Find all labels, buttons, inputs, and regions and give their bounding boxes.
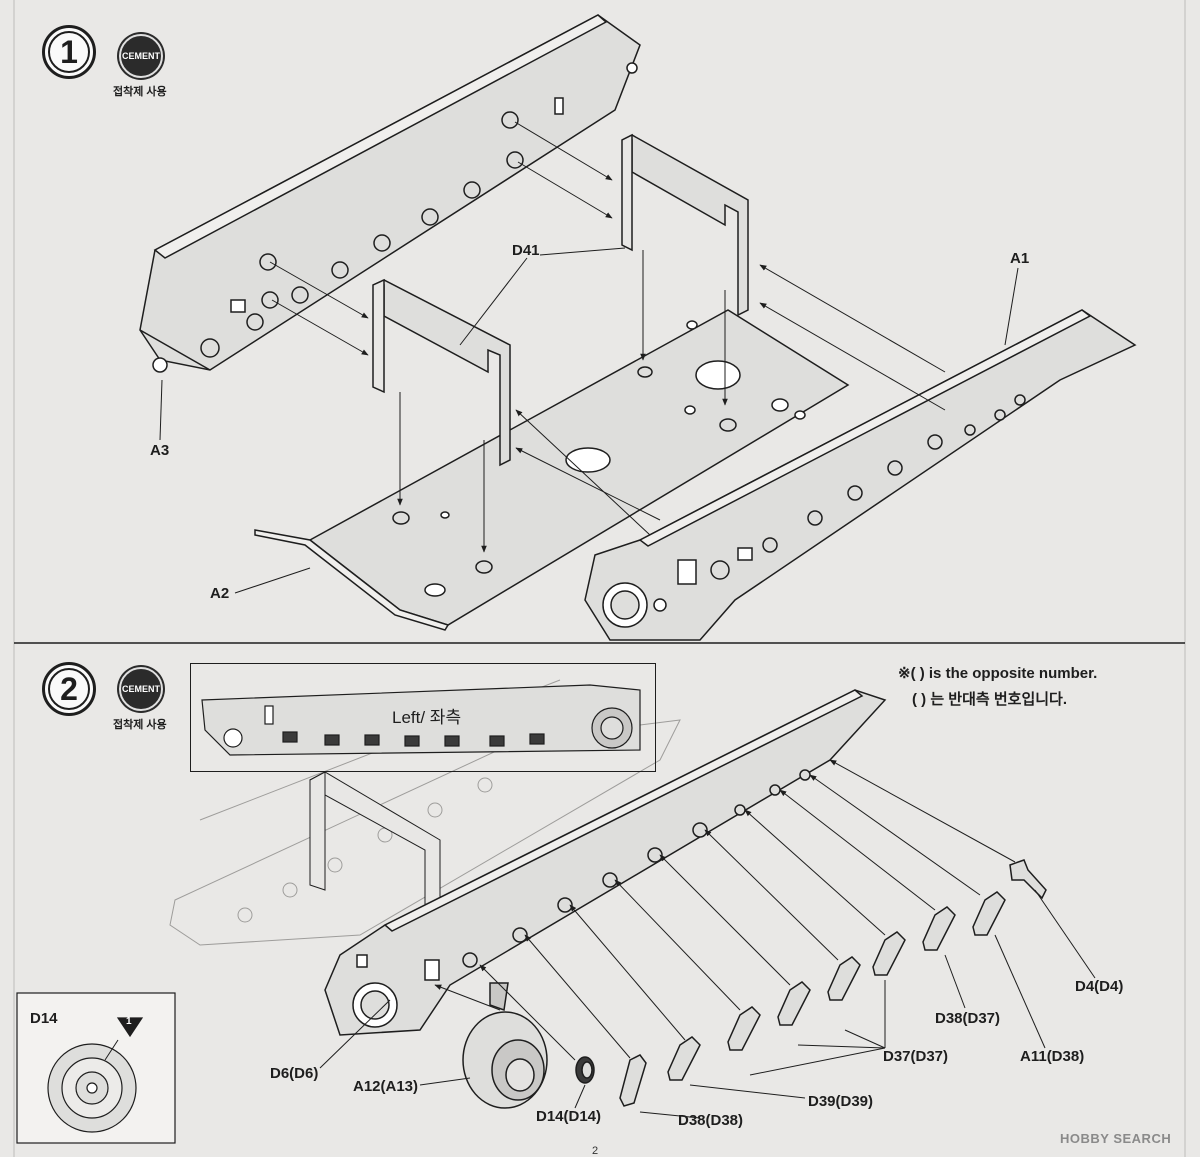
- part-label-d38-bottom: D38(D38): [678, 1112, 744, 1129]
- part-label-d38-top: D38(D37): [935, 1010, 1001, 1027]
- page-number: 2: [592, 1145, 599, 1157]
- cement-label: CEMENT: [119, 667, 163, 711]
- wheel-d14: [575, 1056, 595, 1084]
- bulkhead-d41-rear: [621, 133, 749, 317]
- floor-plate-a2: [254, 309, 850, 631]
- opposite-number-note-ko: ( ) 는 반대측 번호입니다.: [912, 691, 1068, 708]
- step-2-number: 2: [48, 668, 90, 710]
- watermark: HOBBY SEARCH: [1060, 1131, 1172, 1146]
- part-label-d6: D6(D6): [270, 1065, 319, 1082]
- bulkhead-d41-front: [372, 278, 511, 467]
- part-label-d14: D14(D14): [536, 1108, 602, 1125]
- hull-side-left-a3: [139, 14, 641, 373]
- sprocket-a12: [462, 1011, 548, 1109]
- cement-icon: CEMENT: [117, 32, 165, 80]
- part-label-a12: A12(A13): [353, 1078, 419, 1095]
- left-side-inset-drawing: [201, 684, 641, 756]
- part-label-d41: D41: [512, 242, 540, 259]
- step-2-badge: 2: [42, 662, 96, 716]
- cement-label: CEMENT: [119, 34, 163, 78]
- part-label-a3: A3: [150, 442, 170, 459]
- detail-part-label: D14: [30, 1010, 58, 1027]
- part-label-d4: D4(D4): [1075, 978, 1124, 995]
- leader-lines-step1: [159, 247, 1019, 594]
- hull-side-right-step2: [324, 689, 887, 1036]
- part-label-d39: D39(D39): [808, 1093, 874, 1110]
- cover-d6: [489, 982, 509, 1012]
- assembly-arrows-step1: [269, 121, 946, 553]
- assembly-arrows-step2: [434, 759, 1016, 1061]
- part-label-d37: D37(D37): [883, 1048, 949, 1065]
- opposite-number-note-en: ※( ) is the opposite number.: [898, 665, 1098, 682]
- part-label-a2: A2: [210, 585, 230, 602]
- cement-icon: CEMENT: [117, 665, 165, 713]
- cement-caption: 접착제 사용: [113, 86, 167, 98]
- part-label-a1: A1: [1010, 250, 1030, 267]
- leader-lines-step2: [319, 889, 1096, 1119]
- left-side-inset: [190, 663, 656, 772]
- detail-marker-number: 1: [126, 1016, 132, 1027]
- step-1-number: 1: [48, 31, 90, 73]
- cement-caption: 접착제 사용: [113, 719, 167, 731]
- hull-side-right-a1: [584, 309, 1137, 641]
- suspension-arms: [619, 859, 1047, 1107]
- inset-title: Left/ 좌측: [392, 708, 462, 727]
- step-1-badge: 1: [42, 25, 96, 79]
- part-label-a11: A11(D38): [1020, 1048, 1085, 1065]
- detail-d14-drawing: [16, 992, 176, 1144]
